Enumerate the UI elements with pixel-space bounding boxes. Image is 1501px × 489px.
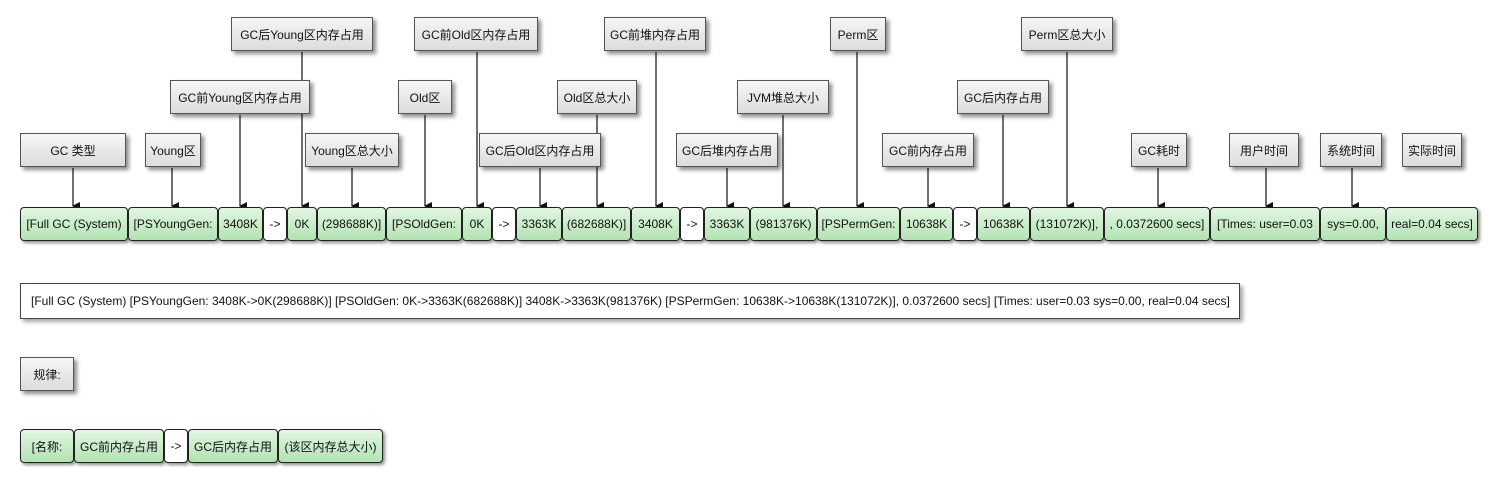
segment-young-after: 0K [287,207,317,241]
rule-segment-name: [名称: [20,429,74,463]
label-gc-before-young: GC前Young区内存占用 [170,80,310,114]
label-gc-after-mem: GC后内存占用 [957,80,1049,114]
label-user-time: 用户时间 [1229,133,1299,167]
rule-segment-total: (该区内存总大小) [278,429,383,463]
label-gc-after-heap: GC后堆内存占用 [676,133,778,167]
segment-arrow-heap: -> [680,207,704,241]
rule-segment-arrow: -> [164,429,188,463]
label-gc-after-old: GC后Old区内存占用 [479,133,601,167]
segment-sys-time: sys=0.00, [1320,207,1386,241]
segment-heap-before: 3408K [631,207,680,241]
segment-heap-after: 3363K [704,207,750,241]
label-jvm-heap-total: JVM堆总大小 [737,80,829,114]
label-old-area: Old区 [398,80,452,114]
segment-psyounggen: [PSYoungGen: [128,207,218,241]
segment-heap-total: (981376K) [750,207,817,241]
segment-perm-after: 10638K [977,207,1030,241]
label-perm-area: Perm区 [830,17,886,51]
rule-segment-after: GC后内存占用 [188,429,278,463]
segment-user-time: [Times: user=0.03 [1210,207,1320,241]
segment-arrow-perm: -> [953,207,977,241]
label-old-total: Old区总大小 [557,80,637,114]
label-gc-type: GC 类型 [20,133,126,167]
segment-arrow-old: -> [492,207,516,241]
label-gc-before-old: GC前Old区内存占用 [414,17,538,51]
segment-perm-before: 10638K [900,207,953,241]
sample-log-line: [Full GC (System) [PSYoungGen: 3408K->0K… [20,283,1240,319]
label-gc-before-mem: GC前内存占用 [882,133,974,167]
segment-gc-time: , 0.0372600 secs] [1104,207,1210,241]
segment-young-before: 3408K [218,207,263,241]
label-real-time: 实际时间 [1402,133,1462,167]
segment-perm-total: (131072K)], [1030,207,1104,241]
rule-label: 规律: [20,357,74,391]
segment-psoldgen: [PSOldGen: [386,207,462,241]
label-young-area: Young区 [145,133,201,167]
segment-real-time: real=0.04 secs] [1386,207,1478,241]
segment-old-before: 0K [462,207,492,241]
segment-young-total: (298688K)] [317,207,386,241]
rule-segment-before: GC前内存占用 [74,429,164,463]
label-young-total: Young区总大小 [305,133,399,167]
label-gc-time: GC耗时 [1131,133,1187,167]
label-gc-after-young: GC后Young区内存占用 [231,17,373,51]
segment-old-total: (682688K)] [562,207,631,241]
segment-pspermgen: [PSPermGen: [817,207,900,241]
label-perm-total: Perm区总大小 [1021,17,1113,51]
segment-full-gc: [Full GC (System) [20,207,128,241]
segment-arrow-young: -> [263,207,287,241]
segment-old-after: 3363K [516,207,562,241]
label-gc-before-heap: GC前堆内存占用 [604,17,706,51]
label-sys-time: 系统时间 [1320,133,1382,167]
